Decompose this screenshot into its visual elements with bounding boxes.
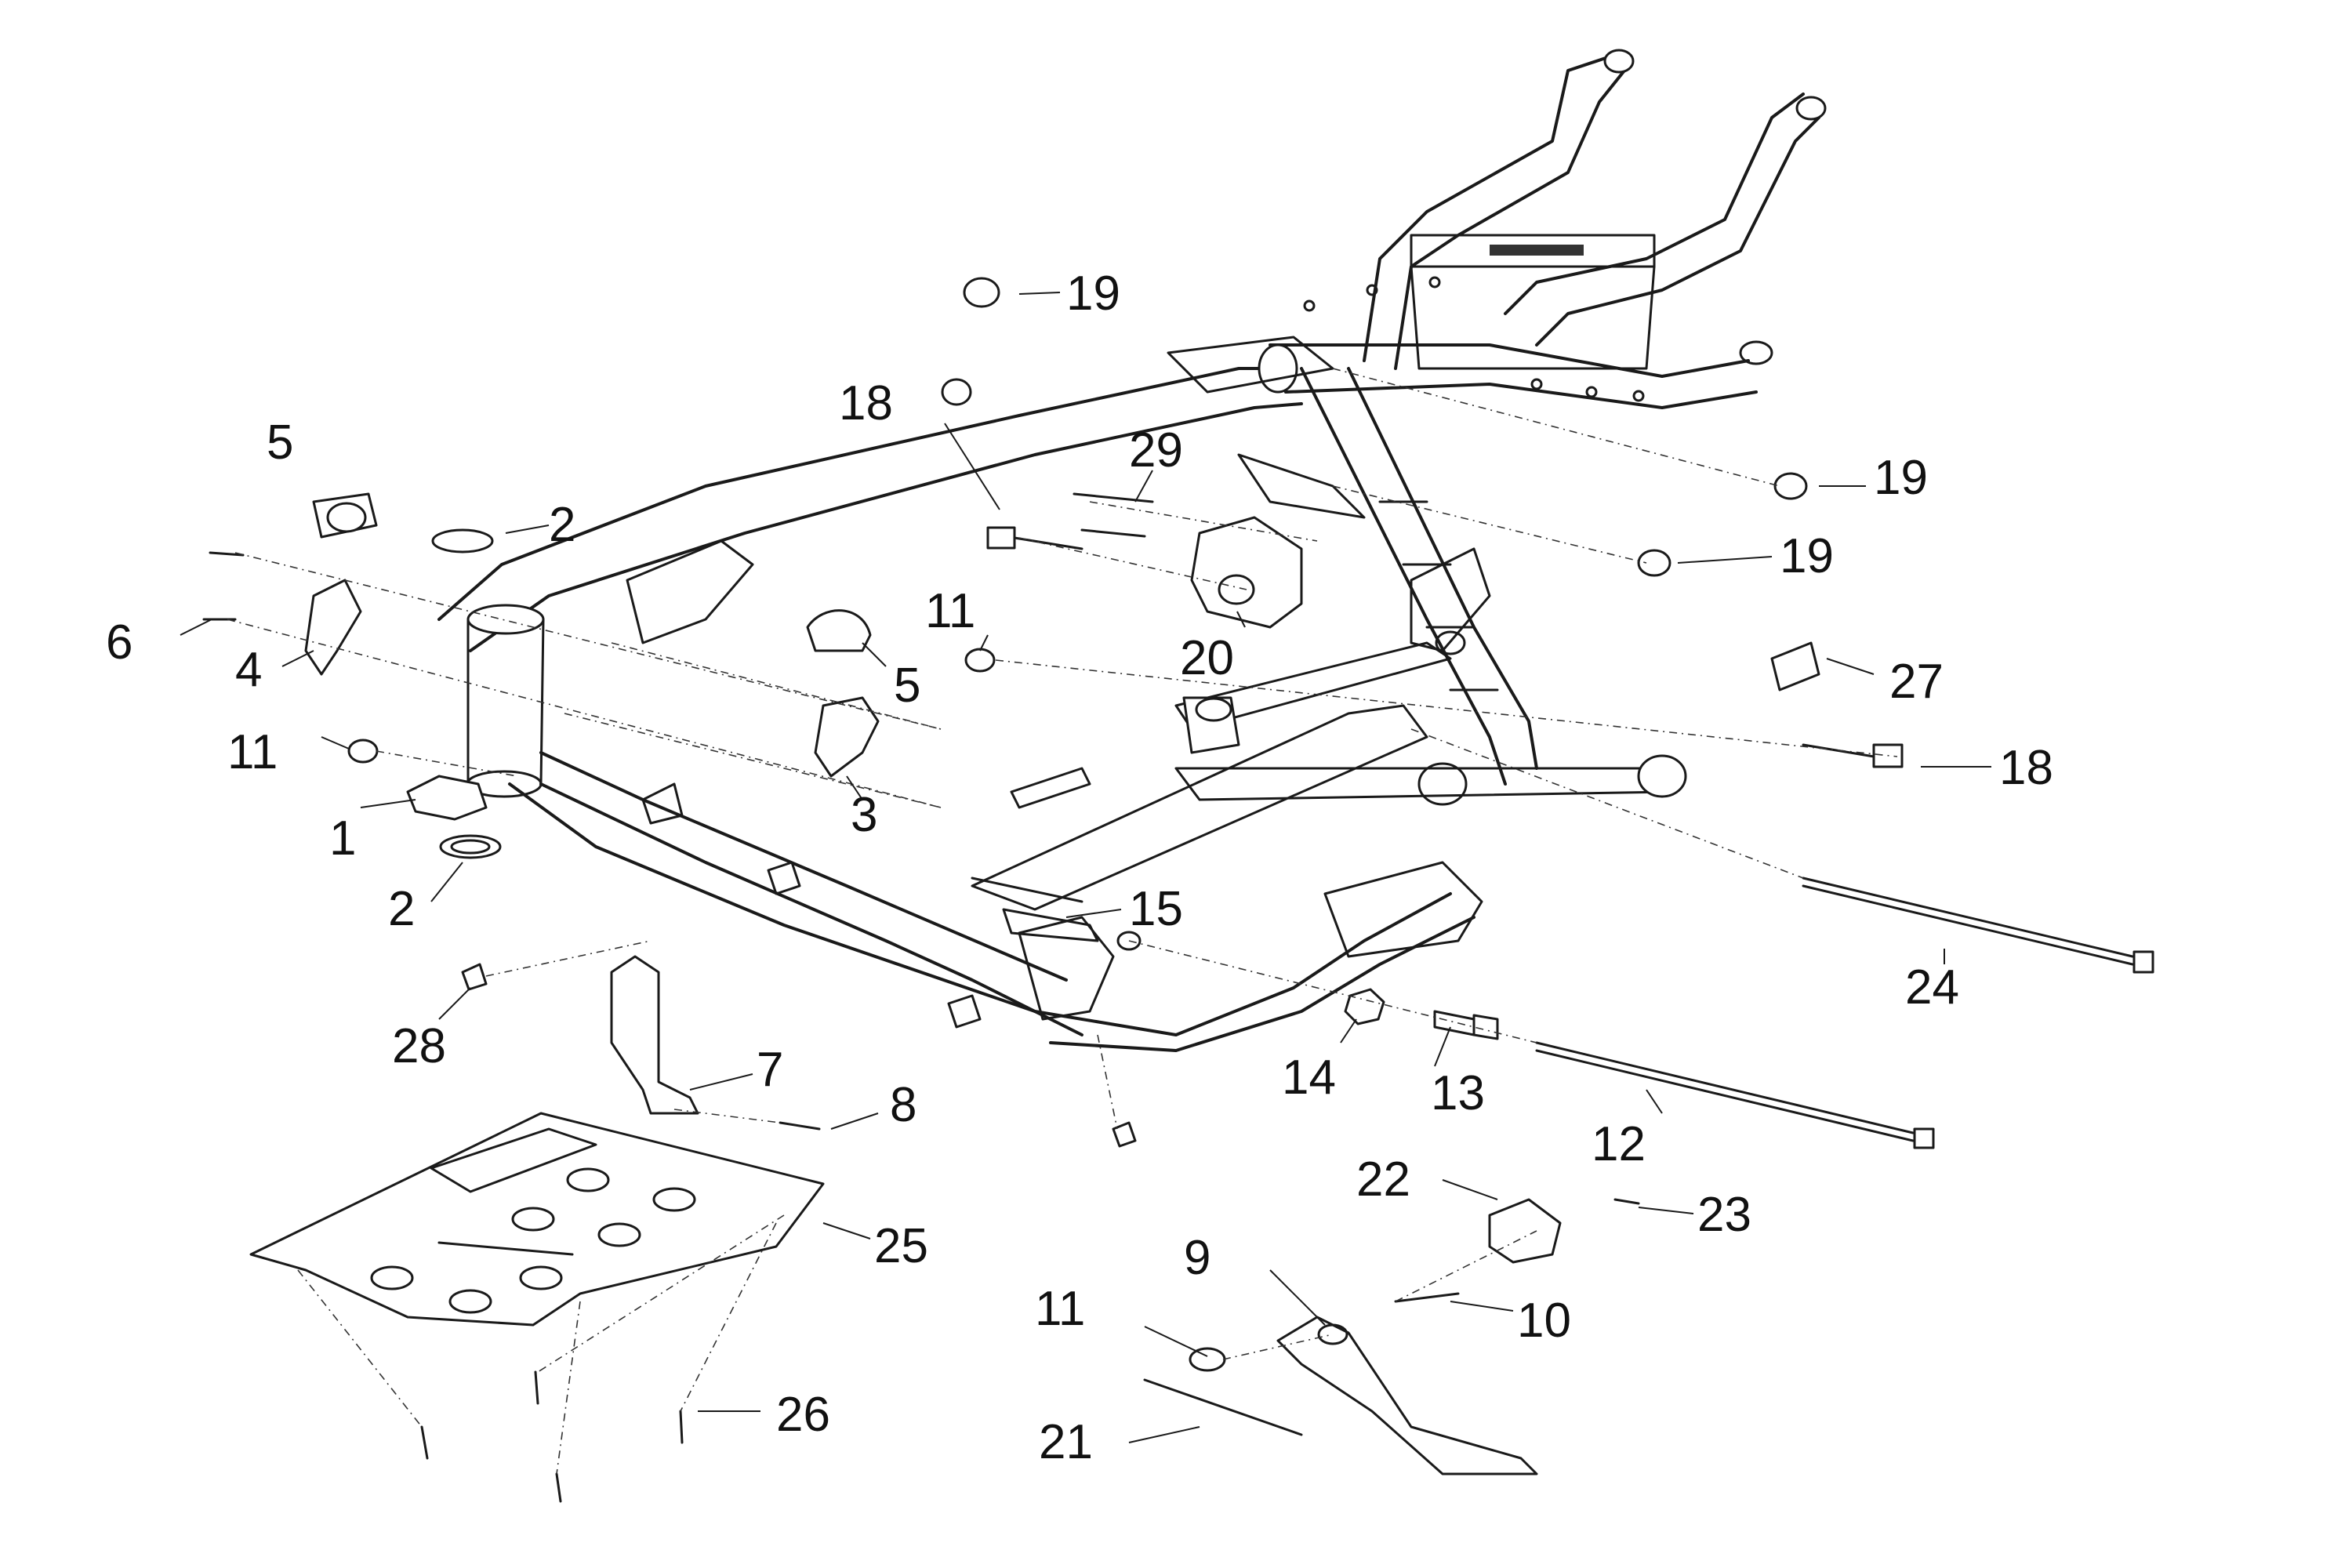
callout-26: 26 (776, 1388, 830, 1442)
part-11-bush-left (347, 739, 379, 764)
callout-8: 8 (890, 1078, 916, 1132)
part-19-grommet-right2 (1637, 549, 1671, 577)
leader-lines (180, 292, 1991, 1443)
part-29-bolt-b (1080, 528, 1146, 538)
callout-25: 25 (874, 1219, 928, 1273)
part-27-plate (1770, 641, 1820, 691)
part-clip-lower (1112, 1121, 1137, 1148)
part-28-clip (461, 963, 488, 991)
callout-labels: 19 18 29 19 19 20 27 18 11 5 5 2 6 4 11 … (106, 267, 2053, 1469)
frame-logo-mark (1490, 245, 1584, 256)
part-25-skid-plate (249, 1112, 825, 1327)
part-19-grommet-top (963, 277, 1000, 308)
part-7-bracket (610, 955, 699, 1115)
part-10-pivot-bolt (1394, 1292, 1460, 1303)
callout-11-mid: 11 (925, 584, 975, 638)
part-26-screw-b (534, 1370, 539, 1405)
part-15-stud (971, 877, 1083, 903)
part-14-nut (1344, 988, 1385, 1025)
callout-5-right: 5 (894, 659, 920, 713)
callout-15: 15 (1129, 882, 1183, 936)
part-5-bushing-upper (312, 492, 378, 539)
callout-14: 14 (1282, 1051, 1336, 1105)
callout-18-right: 18 (1999, 741, 2053, 795)
callout-11-left: 11 (227, 725, 278, 779)
part-20-bushing (1218, 574, 1255, 605)
part-4-bracket (304, 579, 362, 676)
callout-9: 9 (1184, 1231, 1210, 1285)
callout-4: 4 (235, 643, 262, 697)
assembly-lines (227, 368, 1898, 1475)
part-5-bushing-right (806, 609, 872, 652)
part-11-bush-mid (964, 648, 996, 673)
part-1-plate (406, 775, 488, 821)
part-18-bolt-left (986, 526, 1083, 550)
callout-2-upper: 2 (549, 498, 575, 552)
part-26-screw-a (420, 1425, 429, 1460)
part-23-screw (1613, 1198, 1640, 1205)
callout-21: 21 (1039, 1415, 1093, 1469)
part-9-side-stand (1276, 1316, 1538, 1475)
callout-5-upper: 5 (267, 416, 293, 470)
part-26-screw-d (679, 1410, 684, 1444)
callout-13: 13 (1431, 1066, 1485, 1120)
part-12-long-bolt (1535, 1041, 1935, 1149)
part-13-sleeve (1433, 1010, 1499, 1040)
callout-18-left: 18 (839, 376, 893, 430)
part-26-screw-c (555, 1472, 562, 1503)
part-6-bolt-upper (209, 551, 245, 557)
part-2-washer-upper (431, 528, 494, 554)
part-22-stand-switch (1488, 1198, 1562, 1264)
callout-3: 3 (851, 788, 877, 842)
part-19-grommet-right1 (1773, 472, 1808, 500)
callout-2-lower: 2 (388, 882, 415, 936)
callout-7: 7 (757, 1043, 783, 1097)
part-2-washer-lower (439, 834, 502, 859)
callout-27: 27 (1889, 655, 1944, 709)
callout-19-right: 19 (1874, 451, 1928, 505)
part-18-bolt-right (1802, 743, 1904, 768)
part-21-spring (1143, 1378, 1303, 1436)
part-8-bolt (779, 1121, 821, 1131)
part-24-long-bolt (1802, 877, 2154, 974)
callout-29: 29 (1129, 423, 1183, 477)
callout-20: 20 (1180, 631, 1234, 685)
callout-1: 1 (329, 811, 356, 866)
callout-28: 28 (392, 1019, 446, 1073)
callout-6: 6 (106, 615, 132, 670)
callout-19-top: 19 (1066, 267, 1120, 321)
part-29-bolt-a (1073, 492, 1154, 503)
exploded-parts (202, 277, 2154, 1503)
callout-10: 10 (1517, 1294, 1571, 1348)
callout-24: 24 (1905, 960, 1959, 1014)
callout-19-right-lower: 19 (1780, 529, 1834, 583)
part-11-bush-low (1189, 1347, 1226, 1372)
part-3-bracket (814, 696, 880, 778)
callout-22: 22 (1356, 1152, 1410, 1207)
callout-12: 12 (1592, 1117, 1646, 1171)
callout-11-low: 11 (1035, 1282, 1085, 1336)
part-19-grommet-top2 (941, 378, 972, 406)
callout-23: 23 (1697, 1188, 1751, 1242)
